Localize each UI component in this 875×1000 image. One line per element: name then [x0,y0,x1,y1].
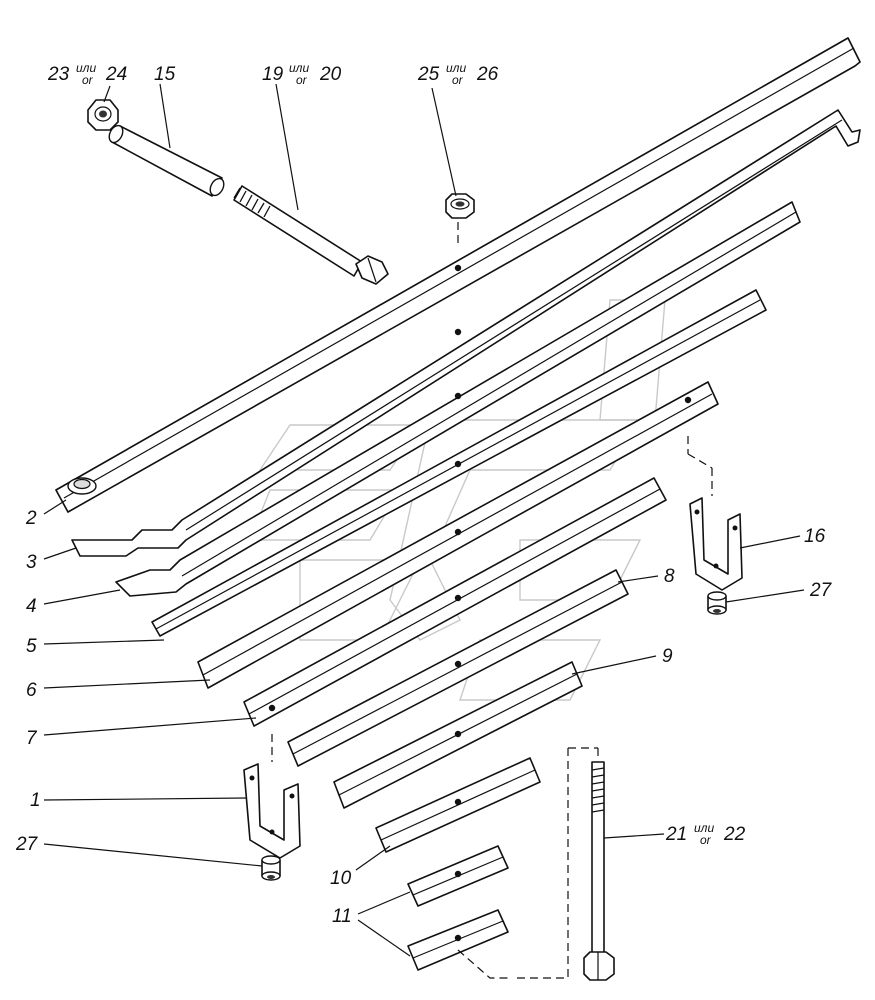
leaf-9 [333,661,583,809]
callout-26-number: 26 [476,64,499,85]
callout-23-or: or [82,73,94,87]
callout-21-number: 21 [665,824,687,845]
callout-8: 8 [664,566,675,587]
pin-15 [108,124,225,197]
callout-7: 7 [26,728,38,749]
callout-19-20: 19 или or 20 [262,61,342,87]
callout-19-ili: или [289,61,309,75]
callout-9: 9 [662,646,673,667]
callout-4: 4 [26,596,37,617]
callout-23-ili: или [76,61,96,75]
callout-1: 1 [30,790,41,811]
callout-25-number: 25 [417,64,440,85]
callout-27-left: 27 [15,834,39,855]
callout-25-26: 25 или or 26 [417,61,499,87]
callout-21-22: 21 или or 22 [665,821,746,847]
callout-23-number: 23 [47,64,70,85]
leaf-10 [375,757,541,853]
callout-19-number: 19 [262,64,284,85]
leaf-4 [115,201,801,597]
leaf-8 [287,569,629,767]
callout-24-number: 24 [105,64,127,85]
nut-25-26 [445,193,475,219]
callout-21-or: or [700,833,712,847]
leaf-2 [55,37,861,513]
leaf-5 [151,289,767,637]
leaf-3 [71,109,861,557]
callout-19-or: or [296,73,308,87]
callout-27-right: 27 [809,580,833,601]
callout-23-24: 23 или or 24 [47,61,127,87]
callout-15: 15 [154,64,176,85]
bushing-27-left [261,855,281,881]
bushing-27-right [707,591,727,615]
clamp-1 [243,734,301,859]
callout-3: 3 [26,552,37,573]
spacer-11-upper [407,845,509,907]
nut-23-24 [87,99,119,131]
callout-6: 6 [26,680,37,701]
bolt-19-20 [233,185,389,285]
callout-21-ili: или [694,821,714,835]
callout-16: 16 [804,526,826,547]
callout-10: 10 [330,868,352,889]
callout-2: 2 [25,508,37,529]
callout-25-ili: или [446,61,466,75]
callout-25-or: or [452,73,464,87]
callout-11: 11 [332,906,352,927]
leaf-6 [197,381,719,689]
center-bolt-21-22 [457,747,615,981]
callout-20-number: 20 [319,64,342,85]
leader-lines [43,83,805,957]
spacer-11-lower [407,909,509,971]
callout-5: 5 [26,636,37,657]
callout-22-number: 22 [723,824,746,845]
clamp-16 [687,436,743,591]
